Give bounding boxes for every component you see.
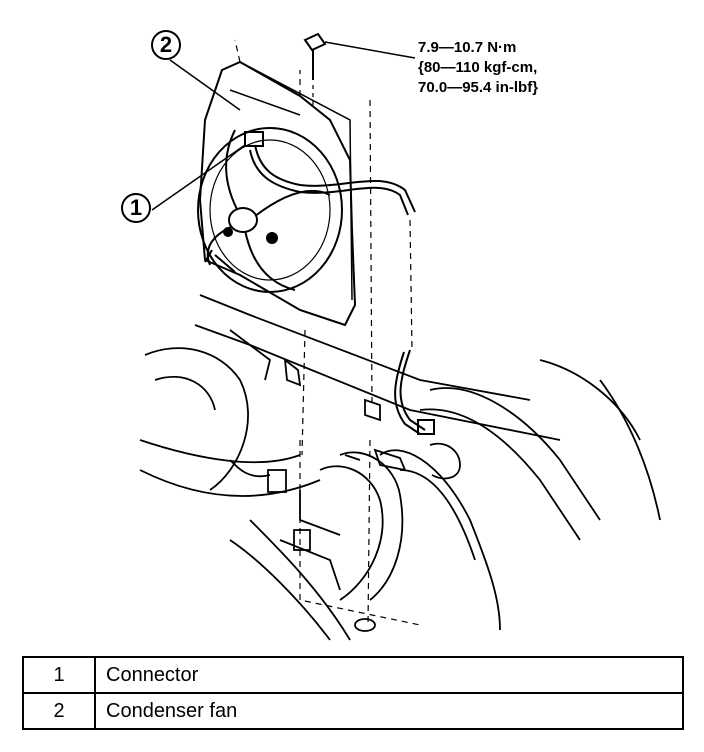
legend-num: 2 — [22, 692, 96, 730]
table-row: 1 Connector — [22, 656, 684, 694]
mounting-bolt — [303, 32, 416, 108]
radiator-area — [139, 294, 661, 641]
condenser-fan-installation-diagram — [139, 32, 661, 641]
callout-1: 1 — [121, 193, 151, 223]
parts-legend-table: 1 Connector 2 Condenser fan — [22, 656, 684, 730]
legend-label: Condenser fan — [94, 692, 684, 730]
fan-blades — [197, 127, 343, 293]
torque-nm: 7.9—10.7 N·m — [418, 39, 517, 56]
alignment-lines — [234, 39, 421, 626]
table-row: 2 Condenser fan — [22, 692, 684, 730]
legend-label: Connector — [94, 656, 684, 694]
fan-shroud — [198, 60, 357, 327]
callout-2-label: 2 — [159, 32, 173, 57]
legend-num: 1 — [22, 656, 96, 694]
torque-spec: 7.9—10.7 N·m {80—110 kgf-cm, 70.0—95.4 i… — [418, 38, 538, 98]
callout-2: 2 — [151, 30, 181, 60]
callout-1-label: 1 — [129, 195, 143, 220]
fan-harness — [244, 131, 435, 435]
torque-kgf: {80—110 kgf-cm, — [418, 59, 538, 76]
torque-inlbf: 70.0—95.4 in-lbf} — [418, 79, 539, 96]
callout-leaders — [151, 59, 246, 211]
